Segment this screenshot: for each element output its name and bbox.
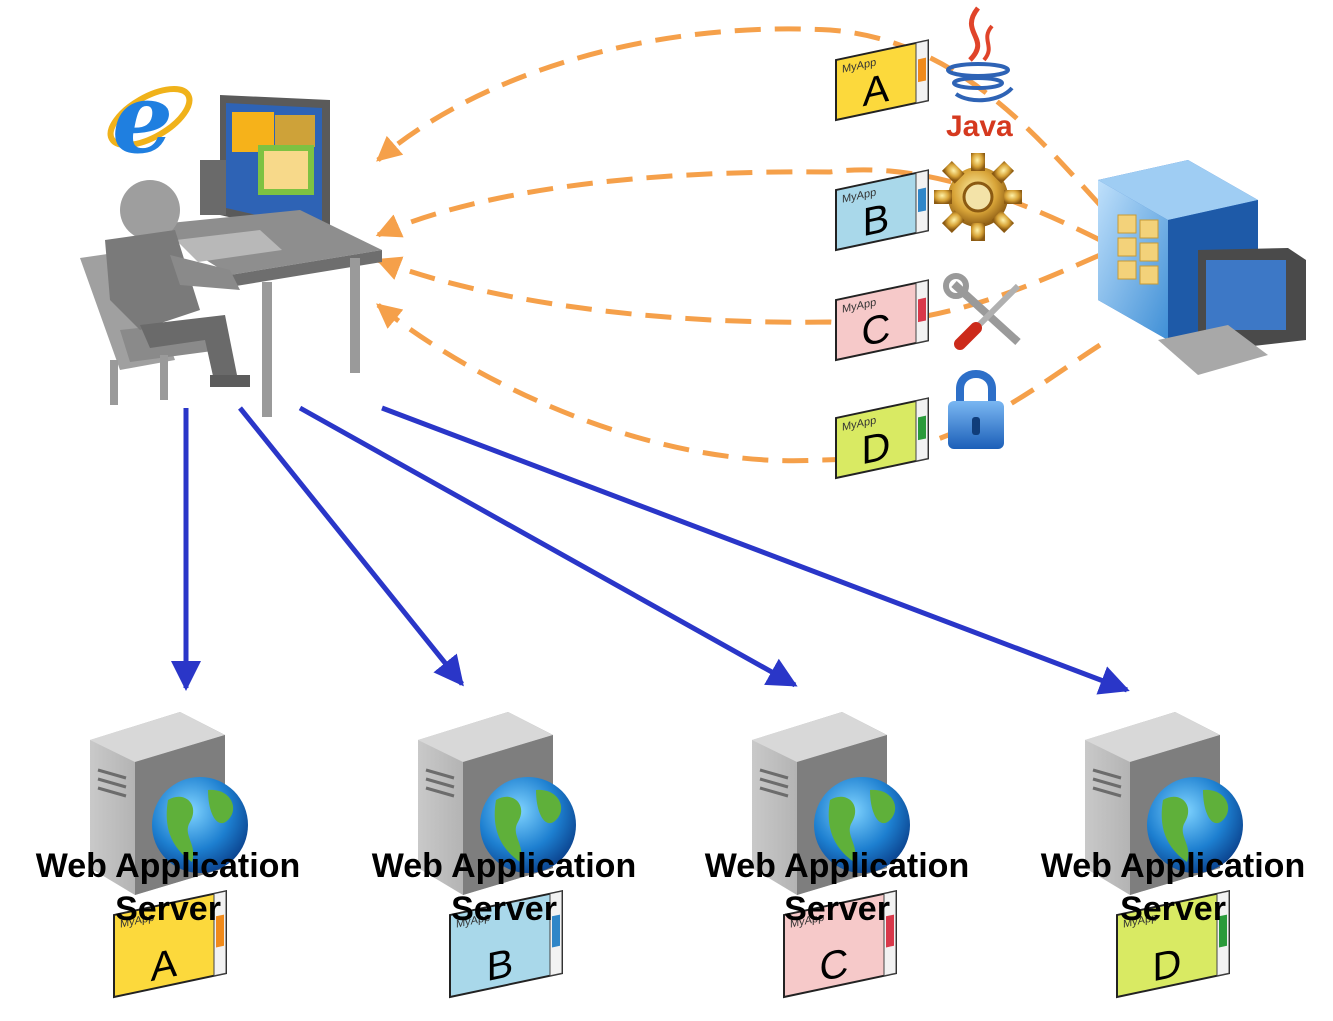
tools-icon <box>943 273 1021 350</box>
internet-explorer-icon: e <box>107 62 193 175</box>
globe-icon <box>480 777 576 873</box>
server-label-line2: Server <box>115 890 221 928</box>
request-arrows <box>171 405 1130 695</box>
application-server-icon <box>1098 160 1306 375</box>
java-icon: Java <box>946 6 1014 143</box>
app-window-letter: B <box>487 939 514 990</box>
server-label-line1: Web Application <box>36 847 300 885</box>
user-workstation-icon <box>80 95 382 417</box>
dashed-flow-d <box>376 303 1102 464</box>
server-label-line1: Web Application <box>705 847 969 885</box>
request-arrow-d <box>381 405 1130 695</box>
svg-text:e: e <box>112 62 173 175</box>
app-window-letter: C <box>820 939 849 991</box>
request-arrow-b <box>238 406 464 687</box>
lock-icon <box>948 370 1004 449</box>
app-window-letter: D <box>1153 939 1182 991</box>
request-arrow-c <box>298 405 798 688</box>
app-window-letter: B <box>863 194 890 245</box>
java-label: Java <box>946 110 1013 143</box>
gear-icon <box>934 153 1022 241</box>
app-window-letter: D <box>862 422 891 474</box>
app-window-letter: A <box>863 64 890 115</box>
server-label-line1: Web Application <box>1041 847 1305 885</box>
server-label-line2: Server <box>1120 890 1226 928</box>
server-label-line1: Web Application <box>372 847 636 885</box>
globe-icon <box>1147 777 1243 873</box>
globe-icon <box>152 777 248 873</box>
server-label-line2: Server <box>784 890 890 928</box>
dashed-flow-a <box>376 26 1102 207</box>
app-window-letter: C <box>862 304 891 356</box>
globe-icon <box>814 777 910 873</box>
server-label-line2: Server <box>451 890 557 928</box>
app-window-letter: A <box>151 939 178 990</box>
